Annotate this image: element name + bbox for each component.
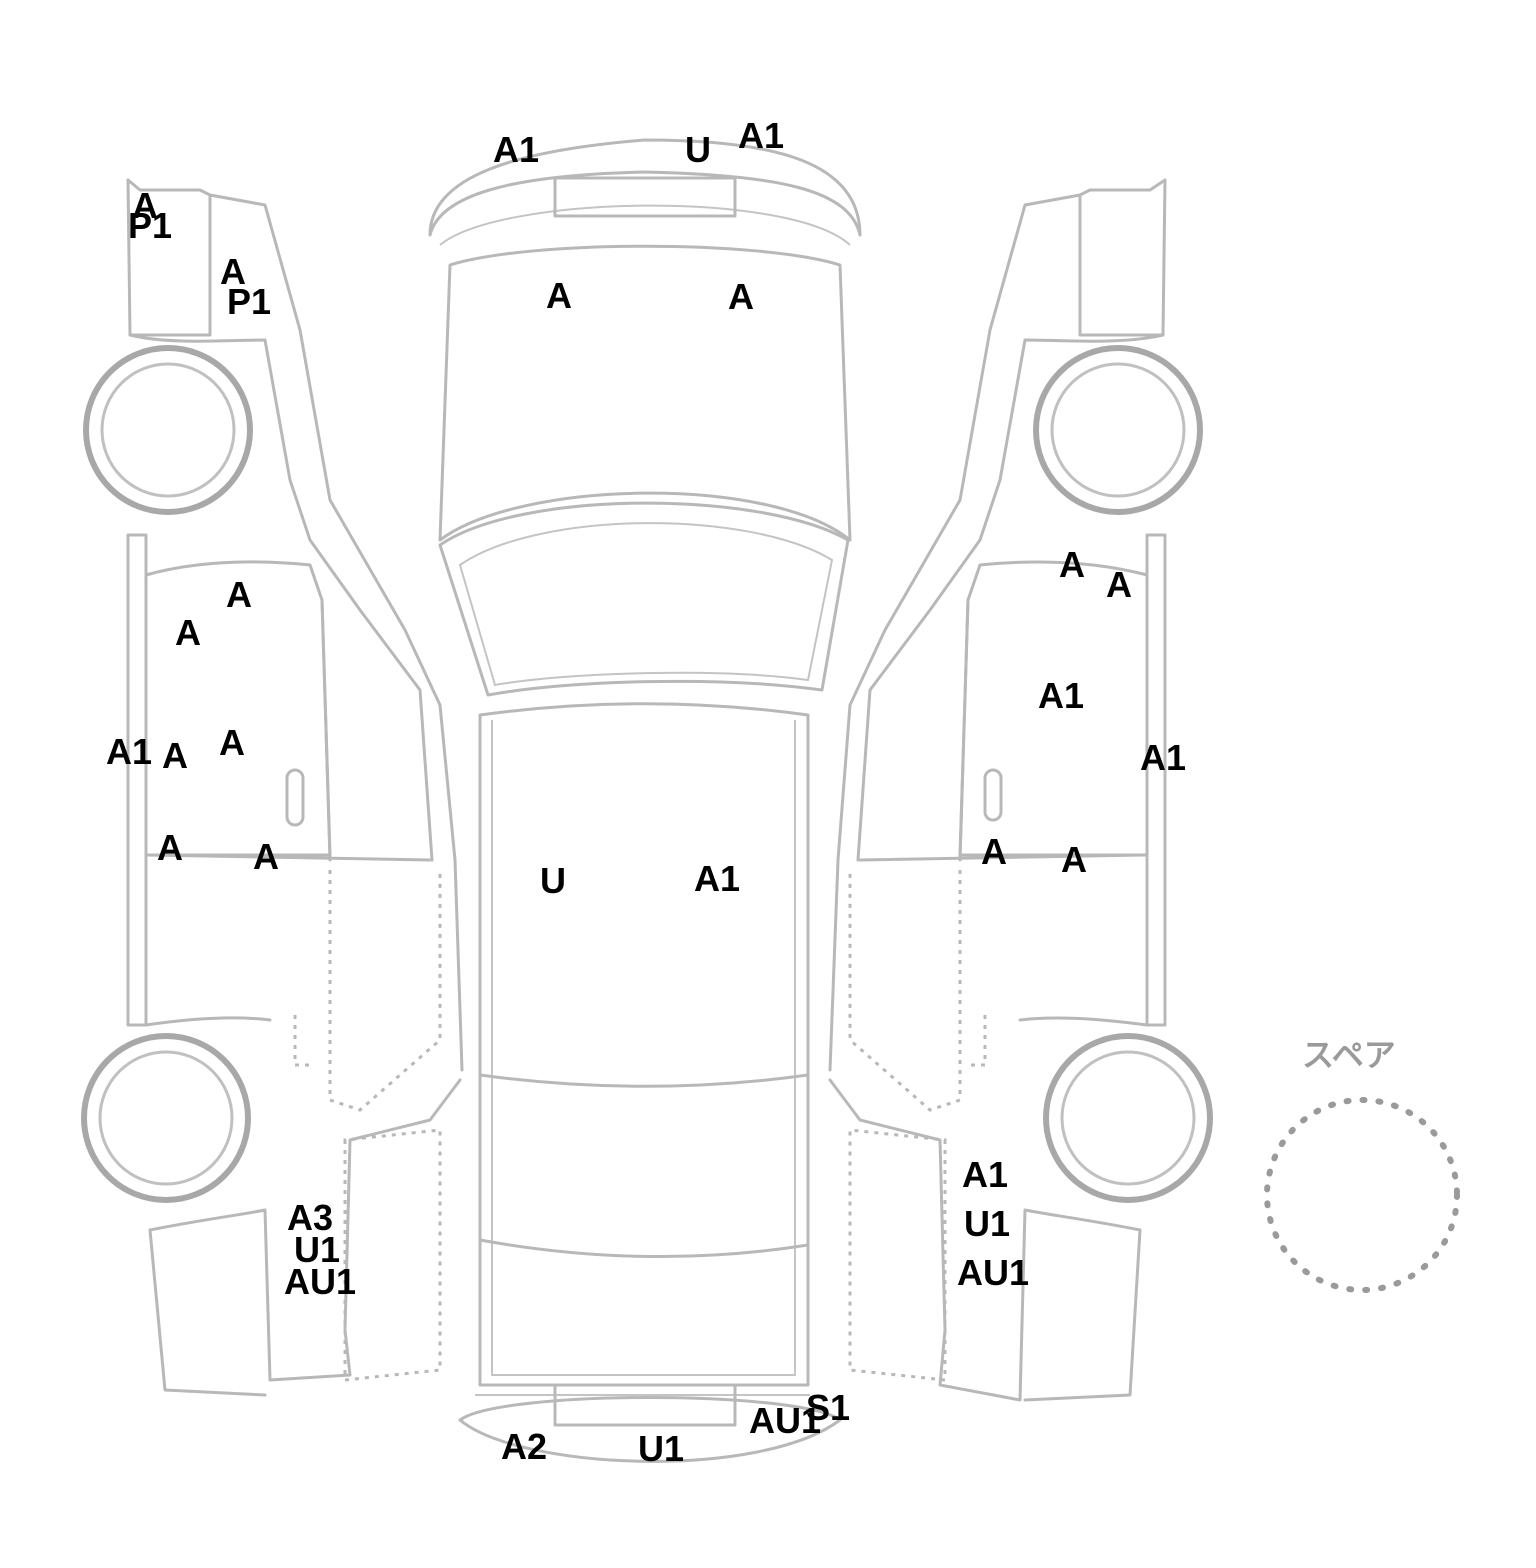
mark-right-door-a1: A1 [1038,675,1084,716]
mark-left-door-a-4: A [219,722,245,763]
mark-rear-bumper-s1: S1 [806,1387,850,1428]
mark-right-quarter-u1: U1 [964,1203,1010,1244]
mark-left-quarter-a3: A3 [287,1197,333,1238]
mark-left-bumper-p1: P1 [128,205,172,246]
inspection-marks: A P1 A P1 A A A1 A A A A A3 U1 AU1 A1 U … [106,115,1186,1469]
mark-left-door-a-2: A [175,612,201,653]
mark-left-fender-p1: P1 [227,281,271,322]
mark-left-door-a-3: A [162,735,188,776]
mark-rear-bumper-u1: U1 [638,1428,684,1469]
mark-right-door-a-2: A [1106,564,1132,605]
right-side-view [828,178,1213,1402]
mark-left-fender-a: A [220,251,246,292]
mark-left-door-a-1: A [226,574,252,615]
mark-right-door-a-1: A [1059,544,1085,585]
mark-right-quarter-a1: A1 [962,1154,1008,1195]
mark-rear-bumper-a2: A2 [501,1426,547,1467]
mark-right-quarter-au1: AU1 [957,1252,1029,1293]
mark-hood-a-left: A [546,275,572,316]
spare-label: スペア [1302,1036,1396,1074]
mark-left-door-a-5: A [157,827,183,868]
mark-rear-bumper-au1: AU1 [749,1400,821,1441]
mark-left-quarter-u1: U1 [294,1229,340,1270]
mark-right-pillar-a1: A1 [1140,737,1186,778]
mark-left-pillar-a1: A1 [106,731,152,772]
mark-left-door-a-6: A [253,836,279,877]
mark-front-bumper-a1-right: A1 [738,115,784,156]
mark-right-door-a-4: A [1061,839,1087,880]
mark-front-bumper-a1-left: A1 [493,129,539,170]
left-side-view [81,178,464,1397]
spare-tire: スペア [1264,1036,1460,1293]
mark-left-bumper-a: A [132,185,158,226]
mark-right-door-a-3: A [981,831,1007,872]
mark-front-bumper-u: U [685,129,711,170]
mark-hood-a-right: A [728,276,754,317]
mark-left-quarter-au1: AU1 [284,1261,356,1302]
mark-roof-u: U [540,860,566,901]
top-view [428,138,862,1463]
mark-roof-a1: A1 [694,858,740,899]
spare-tire-circle [1264,1097,1460,1293]
